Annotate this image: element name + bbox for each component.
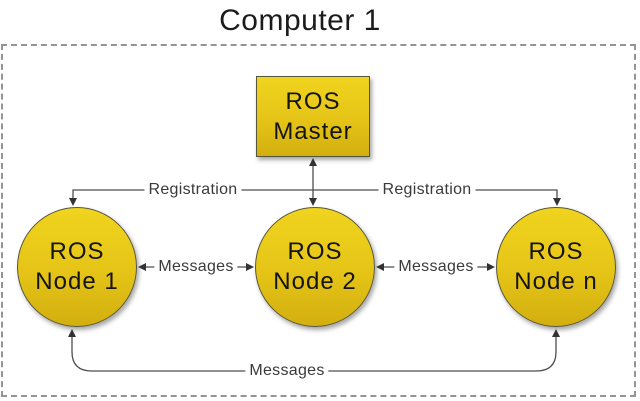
label-registration-right: Registration bbox=[378, 181, 476, 199]
ros-node1-label-line2: Node 1 bbox=[35, 268, 119, 295]
ros-master-box: ROS Master bbox=[256, 76, 370, 157]
ros-node2-label-line1: ROS bbox=[287, 238, 343, 265]
computer-boundary-box bbox=[1, 44, 636, 397]
ros-master-label-line1: ROS bbox=[285, 87, 341, 115]
ros-node1-label-line1: ROS bbox=[49, 238, 105, 265]
ros-node2-circle: ROS Node 2 bbox=[255, 207, 375, 327]
diagram-title: Computer 1 bbox=[219, 4, 381, 37]
label-messages-node2-noden: Messages bbox=[394, 258, 478, 276]
ros-noden-label-line1: ROS bbox=[528, 238, 584, 265]
arrow-master-node2 bbox=[309, 158, 317, 206]
ros-master-label-line2: Master bbox=[273, 117, 353, 145]
label-registration-left: Registration bbox=[144, 181, 242, 199]
ros-node2-label-line2: Node 2 bbox=[273, 268, 357, 295]
label-messages-node1-noden: Messages bbox=[245, 362, 329, 380]
ros-noden-label-line2: Node n bbox=[514, 268, 598, 295]
label-messages-node1-node2: Messages bbox=[154, 258, 238, 276]
ros-noden-circle: ROS Node n bbox=[496, 207, 616, 327]
ros-node1-circle: ROS Node 1 bbox=[17, 207, 137, 327]
